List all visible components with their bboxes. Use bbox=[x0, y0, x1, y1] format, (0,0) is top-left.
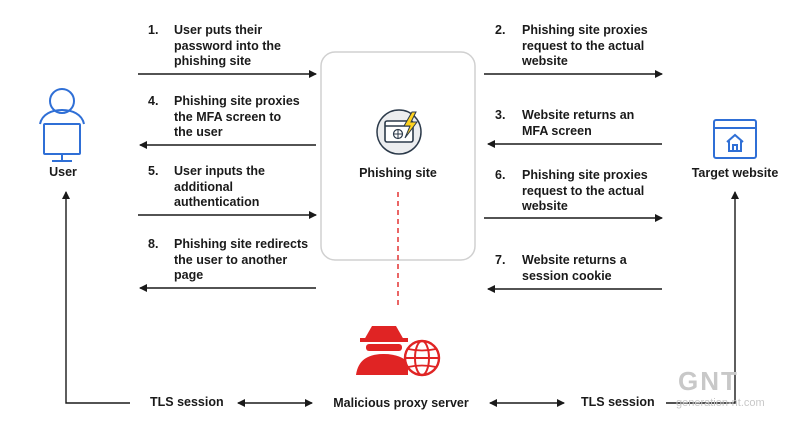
browser-home-icon bbox=[713, 119, 757, 159]
step-4-text: Phishing site proxies the MFA screen to … bbox=[174, 94, 300, 139]
step-4-number: 4. bbox=[148, 94, 159, 108]
step-7-number: 7. bbox=[495, 253, 506, 267]
step-1-number: 1. bbox=[148, 23, 159, 37]
gnt-watermark-site: generation-nt.com bbox=[676, 397, 765, 409]
phishing-site-label: Phishing site bbox=[359, 166, 437, 180]
user-icon bbox=[39, 88, 85, 162]
malicious-proxy-label: Malicious proxy server bbox=[333, 396, 469, 410]
browser-lightning-icon bbox=[376, 109, 422, 155]
tls-session-left-label: TLS session bbox=[150, 395, 224, 409]
tls-connector-left bbox=[62, 191, 130, 404]
step-3-number: 3. bbox=[495, 108, 506, 122]
step-3-text: Website returns an MFA screen bbox=[522, 108, 635, 138]
tls-session-right-label: TLS session bbox=[581, 395, 655, 409]
step-1-text: User puts their password into the phishi… bbox=[174, 23, 281, 68]
hacker-globe-icon bbox=[356, 326, 441, 377]
step-2-text: Phishing site proxies request to the act… bbox=[522, 23, 648, 68]
tls-connector-right bbox=[666, 191, 739, 404]
step-5-number: 5. bbox=[148, 164, 159, 178]
target-website-label: Target website bbox=[691, 166, 779, 180]
step-5-text: User inputs the additional authenticatio… bbox=[174, 164, 265, 209]
step-6-number: 6. bbox=[495, 168, 506, 182]
step-2-number: 2. bbox=[495, 23, 506, 37]
step-6-text: Phishing site proxies request to the act… bbox=[522, 168, 648, 213]
step-8-text: Phishing site redirects the user to anot… bbox=[174, 237, 309, 282]
step-7-text: Website returns a session cookie bbox=[522, 253, 627, 283]
user-label: User bbox=[49, 165, 77, 179]
step-8-number: 8. bbox=[148, 237, 159, 251]
gnt-watermark-logo: GNT bbox=[678, 366, 739, 396]
